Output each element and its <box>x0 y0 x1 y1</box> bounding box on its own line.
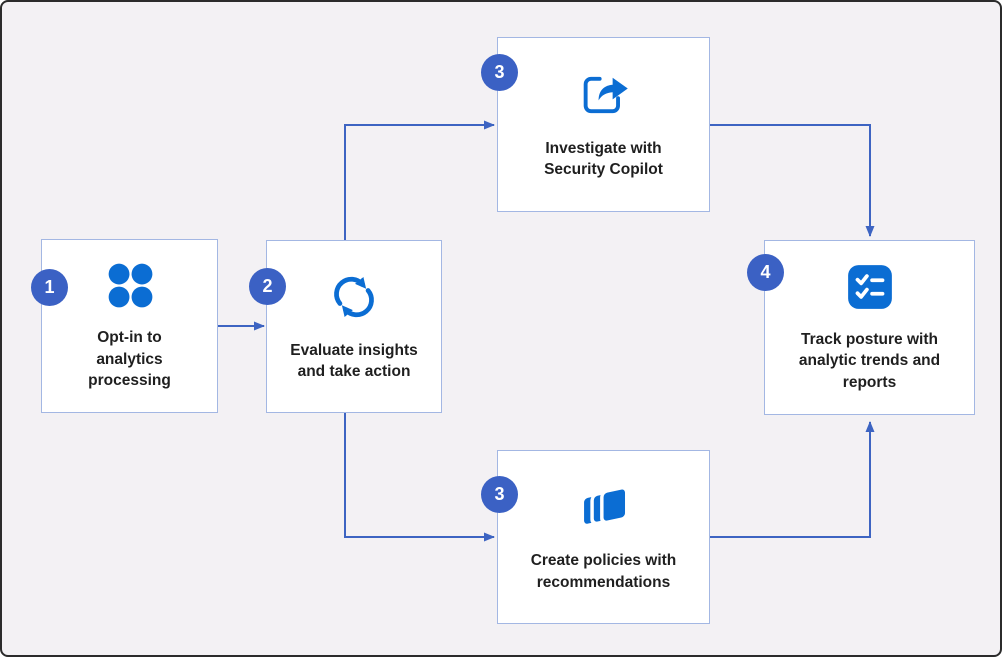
step-label: Evaluate insights and take action <box>290 341 418 380</box>
step-label: Create policies with recommendations <box>530 552 677 591</box>
share-arrow-icon <box>577 69 631 126</box>
step-number-badge: 4 <box>747 254 784 291</box>
step-number-badge: 1 <box>31 269 68 306</box>
step-label: Opt-in to analytics processing <box>88 329 171 390</box>
connector-step2-to-policies <box>344 413 495 542</box>
stacked-cards-icon <box>578 481 630 538</box>
connector-step2-to-investigate <box>344 120 495 240</box>
step-box-investigate: 3 Investigate with Security Copilot <box>481 37 710 212</box>
step-box-evaluate: 2 Evaluate insights and take action <box>249 240 442 413</box>
step-box-track-posture: 4 Track posture with analytic trends and… <box>747 240 975 415</box>
step-number-badge: 2 <box>249 268 286 305</box>
dots-grid-icon <box>105 260 155 315</box>
connector-policies-to-track <box>710 421 875 538</box>
step-box-create-policies: 3 Create policies with recommendations <box>481 450 710 624</box>
step-number-badge: 3 <box>481 54 518 91</box>
step-box-opt-in: 1 Opt-in to analytics processing <box>31 239 218 413</box>
step-label: Track posture with analytic trends and r… <box>798 330 941 391</box>
checklist-icon <box>845 262 895 317</box>
sync-arrows-icon <box>328 271 380 328</box>
step-label: Investigate with Security Copilot <box>544 139 663 178</box>
connector-investigate-to-track <box>710 124 875 237</box>
step-number-badge: 3 <box>481 476 518 513</box>
